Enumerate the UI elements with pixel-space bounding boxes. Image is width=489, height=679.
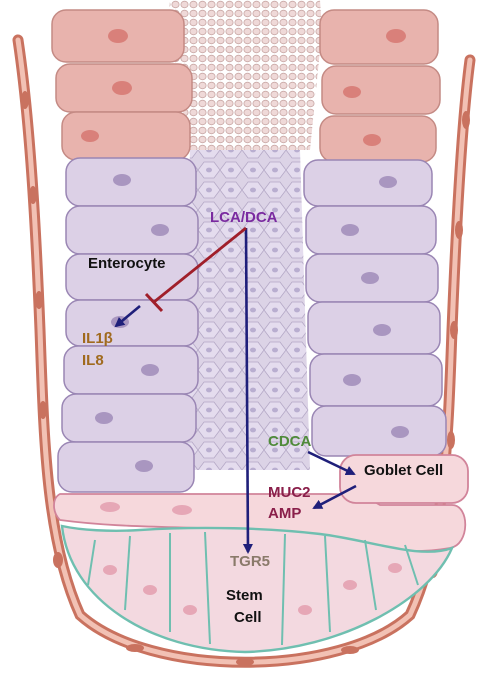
- goblet-cell-label: Goblet Cell: [364, 463, 443, 478]
- apical-cells-right: [320, 10, 440, 162]
- crypt-lumen: [180, 150, 310, 470]
- stem-label: Stem: [226, 588, 263, 603]
- tgr5-label: TGR5: [230, 554, 270, 569]
- muc2-label: MUC2: [268, 485, 311, 500]
- amp-label: AMP: [268, 506, 301, 521]
- enterocytes-left: [58, 158, 198, 492]
- enterocyte-label: Enterocyte: [88, 256, 166, 271]
- lca-dca-label: LCA/DCA: [210, 210, 278, 225]
- il1b-label: IL1β: [82, 331, 113, 346]
- cell-label: Cell: [234, 610, 262, 625]
- enterocytes-right: [304, 160, 446, 456]
- il8-label: IL8: [82, 353, 104, 368]
- cdca-label: CDCA: [268, 434, 311, 449]
- apical-cells-left: [52, 10, 192, 160]
